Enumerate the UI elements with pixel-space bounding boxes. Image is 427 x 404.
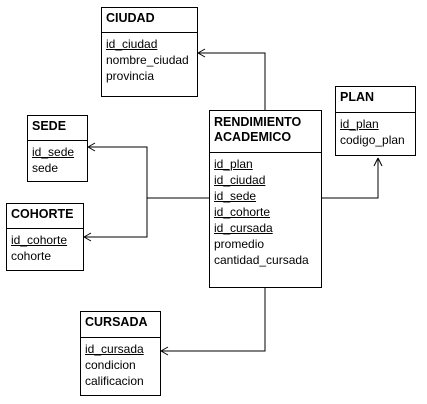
entity-rendimiento-academico[interactable]: RENDIMIENTO ACADEMICO id_plan id_ciudad … — [209, 110, 322, 288]
attr-sede: sede — [32, 161, 59, 175]
attr-id-ciudad: id_ciudad — [214, 173, 266, 187]
crowfoot-cursada — [160, 346, 169, 356]
rel-sede-rendimiento — [88, 146, 209, 199]
crowfoot-ciudad — [197, 48, 206, 58]
rel-plan-rendimiento — [322, 158, 379, 199]
entity-plan-attributes: id_plan codigo_plan — [336, 113, 415, 148]
crowfoot-sede — [87, 142, 96, 152]
rel-cohorte-rendimiento — [84, 198, 148, 238]
attr-promedio: promedio — [214, 237, 265, 251]
attr-nombre-ciudad: nombre_ciudad — [106, 53, 189, 67]
entity-ciudad[interactable]: CIUDAD id_ciudad nombre_ciudad provincia — [101, 7, 198, 97]
entity-ciudad-attributes: id_ciudad nombre_ciudad provincia — [102, 33, 197, 84]
attr-codigo-plan: codigo_plan — [340, 133, 405, 147]
attr-cantidad-cursada: cantidad_cursada — [214, 253, 309, 267]
entity-ciudad-title: CIUDAD — [102, 8, 197, 33]
entity-rendimiento-title-line1: RENDIMIENTO — [214, 115, 302, 129]
attr-id-cohorte: id_cohorte — [214, 205, 271, 219]
entity-plan[interactable]: PLAN id_plan codigo_plan — [335, 86, 416, 156]
entity-plan-title: PLAN — [336, 87, 415, 113]
entity-rendimiento-attributes: id_plan id_ciudad id_sede id_cohorte id_… — [210, 153, 321, 268]
entity-rendimiento-title-line2: ACADEMICO — [214, 130, 292, 144]
rel-cursada-rendimiento — [161, 288, 266, 352]
attr-condicion: condicion — [85, 358, 136, 372]
entity-cohorte-attributes: id_cohorte cohorte — [7, 229, 83, 264]
attr-id-sede: id_sede — [32, 145, 75, 159]
attr-id-ciudad: id_ciudad — [106, 37, 158, 51]
attr-id-sede: id_sede — [214, 189, 257, 203]
attr-id-cohorte: id_cohorte — [11, 233, 68, 247]
attr-id-cursada: id_cursada — [214, 221, 273, 235]
attr-id-plan: id_plan — [214, 157, 253, 171]
entity-sede-title: SEDE — [28, 116, 87, 141]
crowfoot-cohorte — [83, 232, 92, 242]
entity-sede-attributes: id_sede sede — [28, 141, 87, 176]
entity-rendimiento-title: RENDIMIENTO ACADEMICO — [210, 111, 321, 153]
entity-cursada[interactable]: CURSADA id_cursada condicion calificacio… — [80, 311, 161, 396]
entity-cohorte-title: COHORTE — [7, 204, 83, 229]
attr-cohorte: cohorte — [11, 249, 52, 263]
entity-cursada-attributes: id_cursada condicion calificacion — [81, 338, 160, 389]
rel-ciudad-rendimiento — [198, 52, 266, 110]
entity-cursada-title: CURSADA — [81, 312, 160, 338]
attr-calificacion: calificacion — [85, 374, 144, 388]
attr-id-cursada: id_cursada — [85, 342, 144, 356]
attr-provincia: provincia — [106, 69, 155, 83]
entity-sede[interactable]: SEDE id_sede sede — [27, 115, 88, 182]
crowfoot-plan — [373, 157, 383, 167]
attr-id-plan: id_plan — [340, 117, 379, 131]
entity-cohorte[interactable]: COHORTE id_cohorte cohorte — [6, 203, 84, 271]
